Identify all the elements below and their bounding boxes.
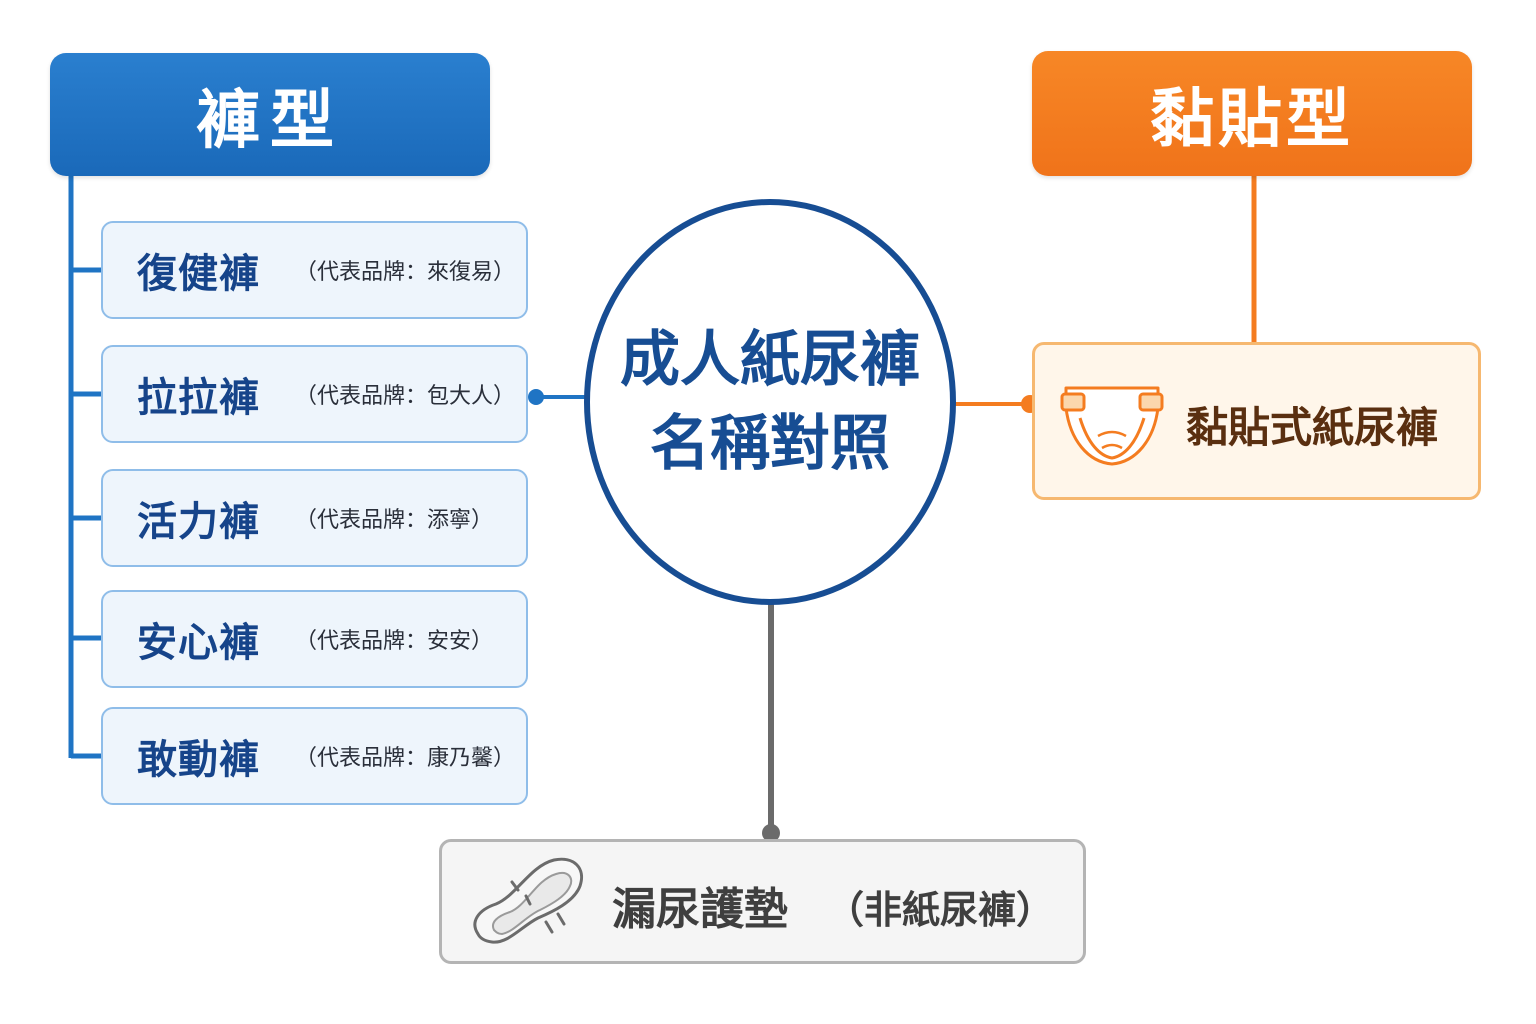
pants-item-pullup: 拉拉褲 （代表品牌：包大人） [101,345,528,443]
item-name: 復健褲 [137,251,260,297]
item-brand: （代表品牌：來復易） [295,260,516,285]
tape-type-header: 黏貼型 [1032,51,1472,176]
item-name: 拉拉褲 [137,375,260,421]
pants-type-title: 褲型 [196,83,344,158]
item-name: 活力褲 [137,499,260,545]
item-brand: （代表品牌：包大人） [295,384,516,409]
diaper-icon [1060,386,1164,466]
item-name: 安心褲 [137,620,260,666]
item-brand: （代表品牌：安安） [295,629,494,654]
center-title-line1: 成人紙尿褲 [620,325,920,395]
item-brand: （代表品牌：康乃馨） [295,746,516,771]
pants-item-active: 活力褲 （代表品牌：添寧） [101,469,528,567]
pad-item [439,839,1086,964]
center-title-circle: 成人紙尿褲 名稱對照 [584,199,956,605]
pants-type-header: 褲型 [50,53,490,176]
tape-type-title: 黏貼型 [1150,82,1354,157]
pad-icon [473,857,583,944]
tape-type-label: 黏貼式紙尿褲 [1186,403,1439,452]
pants-item-move: 敢動褲 （代表品牌：康乃馨） [101,707,528,805]
pants-item-secure: 安心褲 （代表品牌：安安） [101,590,528,688]
center-title-line2: 名稱對照 [650,409,890,479]
item-brand: （代表品牌：添寧） [295,508,494,533]
pad-label: 漏尿護墊 [612,884,788,935]
item-name: 敢動褲 [137,737,260,783]
pad-note: （非紙尿褲） [826,888,1055,932]
pants-item-rehab: 復健褲 （代表品牌：來復易） [101,221,528,319]
